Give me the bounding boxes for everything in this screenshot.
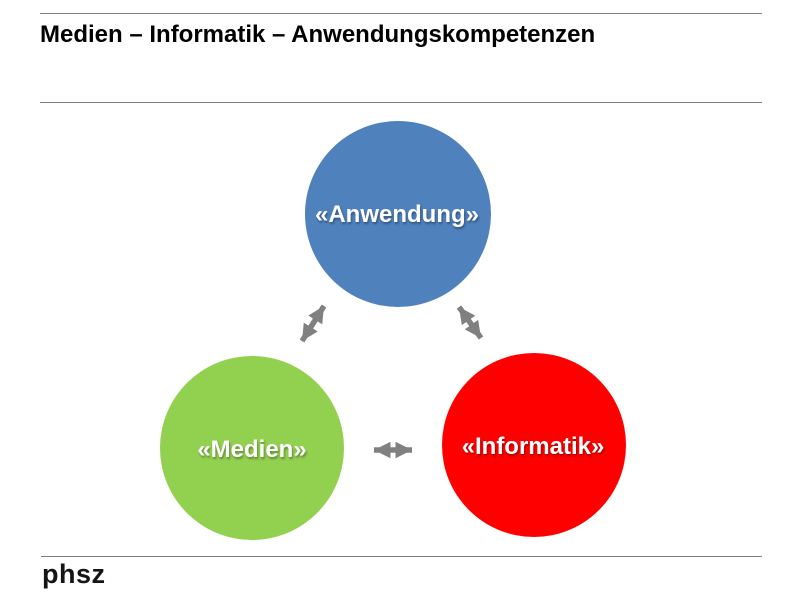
connector-anwendung-medien [299,304,327,343]
top-rule [40,13,762,14]
label-anwendung: «Anwendung» [314,201,480,228]
label-informatik: «Informatik» [461,433,605,460]
title-underline-rule [40,102,762,103]
footer-rule [41,556,762,557]
phsz-logo-text: phsz [42,559,106,589]
connector-anwendung-informatik [456,305,484,340]
label-medien: «Medien» [197,436,307,463]
circle-anwendung [305,121,491,307]
slide-title: Medien – Informatik – Anwendungskompeten… [40,21,596,48]
circle-informatik [442,353,626,537]
circle-medien [160,356,344,540]
